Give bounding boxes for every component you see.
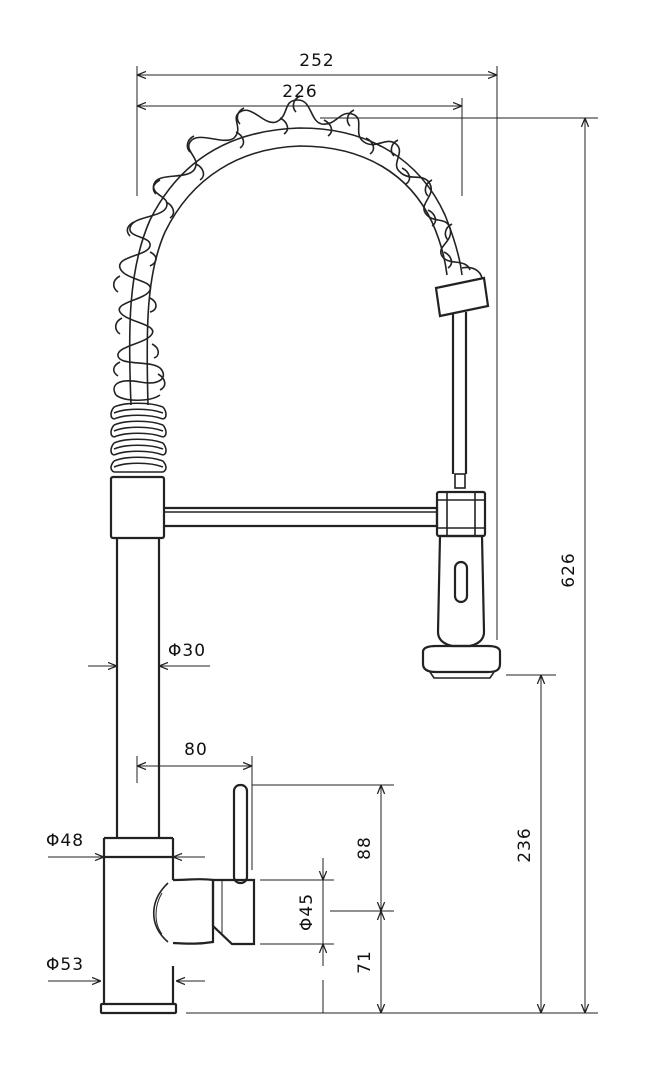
spring-coil-arch [112,95,471,402]
dim-body-diameter-upper: Φ48 [46,831,84,851]
dim-handle-offset: 80 [184,740,208,760]
sprayer-hose [451,312,468,489]
dim-handle-diameter: Φ45 [297,893,317,931]
dim-arc-width: 226 [282,82,317,102]
faucet-body [102,836,215,1004]
vertical-tube [115,538,161,838]
spring-coil-compressed [110,402,167,473]
inner-hose [128,127,463,406]
dimension-lines [48,66,598,1014]
support-arm [164,506,439,528]
spring-end-cap [434,266,490,318]
base-plate [99,1002,178,1015]
dim-handle-axis-height: 71 [355,950,375,974]
dim-total-width: 252 [299,51,334,71]
dim-total-height: 626 [559,552,579,587]
sprayer-head [421,490,502,679]
dim-handle-height: 88 [355,836,375,860]
dimension-labels: 252 226 626 236 Φ30 80 88 Φ48 Φ53 Φ45 71 [46,51,579,975]
dim-spout-clearance: 236 [515,827,535,862]
faucet-drawing [99,95,502,1015]
dim-body-diameter-lower: Φ53 [46,955,84,975]
collar [109,475,166,540]
dim-tube-diameter: Φ30 [168,641,206,661]
sprayer-button [453,560,469,604]
lever-handle [211,783,256,946]
